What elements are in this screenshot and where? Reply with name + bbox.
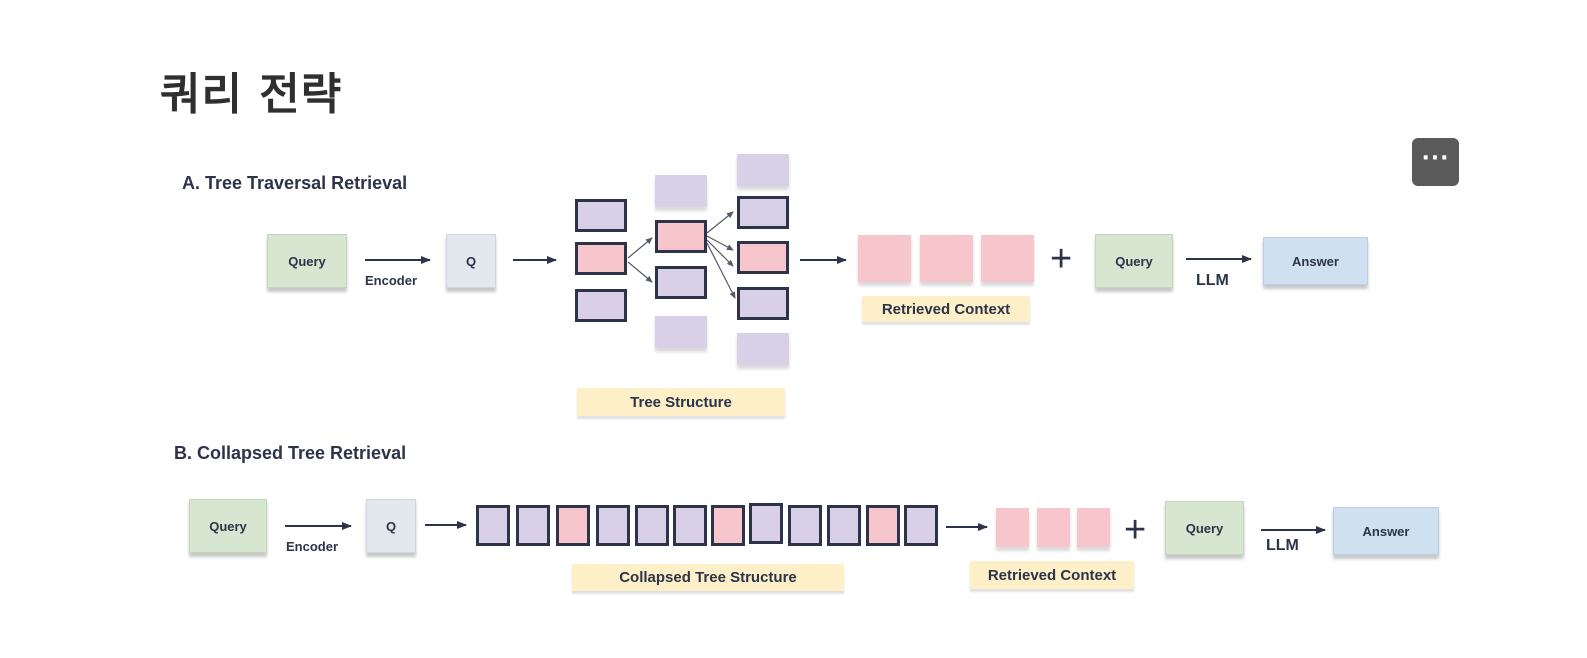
tree-edge xyxy=(706,211,734,234)
tree-node xyxy=(655,266,707,299)
retrieved-node xyxy=(1037,508,1070,547)
query-box-a: Query xyxy=(267,234,347,288)
query-box-b: Query xyxy=(189,499,267,553)
tree-node-selected xyxy=(575,242,627,275)
collapsed-node xyxy=(827,505,861,546)
retrieved-node xyxy=(858,235,911,282)
collapsed-node xyxy=(635,505,669,546)
q-box-b: Q xyxy=(366,499,416,553)
tree-node xyxy=(737,333,789,365)
retrieved-node xyxy=(996,508,1029,547)
plus-sign-a: + xyxy=(1050,238,1073,280)
collapsed-node xyxy=(596,505,630,546)
collapsed-node xyxy=(516,505,550,546)
collapsed-node-selected xyxy=(556,505,590,546)
llm-label-b: LLM xyxy=(1266,537,1299,554)
plus-sign-b: + xyxy=(1124,509,1147,551)
retrieved-node xyxy=(920,235,973,282)
encoder-label-a: Encoder xyxy=(365,273,418,288)
tree-edge xyxy=(706,239,734,267)
collapsed-node xyxy=(673,505,707,546)
q-box-a: Q xyxy=(446,234,496,288)
more-options-button[interactable]: ··· xyxy=(1412,138,1459,186)
tree-node xyxy=(737,196,789,229)
query-box-b2: Query xyxy=(1165,501,1244,555)
tree-edge xyxy=(627,261,653,283)
section-a-title: A. Tree Traversal Retrieval xyxy=(182,173,408,193)
tree-edge xyxy=(627,237,653,259)
retrieved-node xyxy=(981,235,1034,282)
tree-node-selected xyxy=(737,241,789,274)
answer-box-b: Answer xyxy=(1333,507,1439,555)
collapsed-node xyxy=(788,505,822,546)
tree-node-selected xyxy=(655,220,707,253)
query-box-a2: Query xyxy=(1095,234,1173,288)
retrieved-context-label-a: Retrieved Context xyxy=(862,296,1030,322)
tree-node xyxy=(737,287,789,320)
llm-label-a: LLM xyxy=(1196,272,1229,289)
tree-edge xyxy=(706,242,736,299)
collapsed-node-selected xyxy=(711,505,745,546)
page-title: 쿼리 전략 xyxy=(160,69,343,120)
collapsed-node xyxy=(749,503,783,544)
retrieved-node xyxy=(1077,508,1110,547)
section-b-title: B. Collapsed Tree Retrieval xyxy=(174,443,407,463)
tree-node xyxy=(737,154,789,186)
tree-node xyxy=(575,199,627,232)
tree-edge xyxy=(706,235,734,251)
tree-node xyxy=(575,289,627,322)
collapsed-node-selected xyxy=(866,505,900,546)
collapsed-node xyxy=(476,505,510,546)
collapsed-tree-structure-label: Collapsed Tree Structure xyxy=(572,564,844,591)
tree-node xyxy=(655,316,707,348)
tree-structure-label: Tree Structure xyxy=(577,388,785,416)
collapsed-node xyxy=(904,505,938,546)
tree-node xyxy=(655,175,707,207)
encoder-label-b: Encoder xyxy=(286,539,339,554)
answer-box-a: Answer xyxy=(1263,237,1368,285)
more-options-icon: ··· xyxy=(1421,146,1450,171)
retrieved-context-label-b: Retrieved Context xyxy=(970,561,1134,589)
